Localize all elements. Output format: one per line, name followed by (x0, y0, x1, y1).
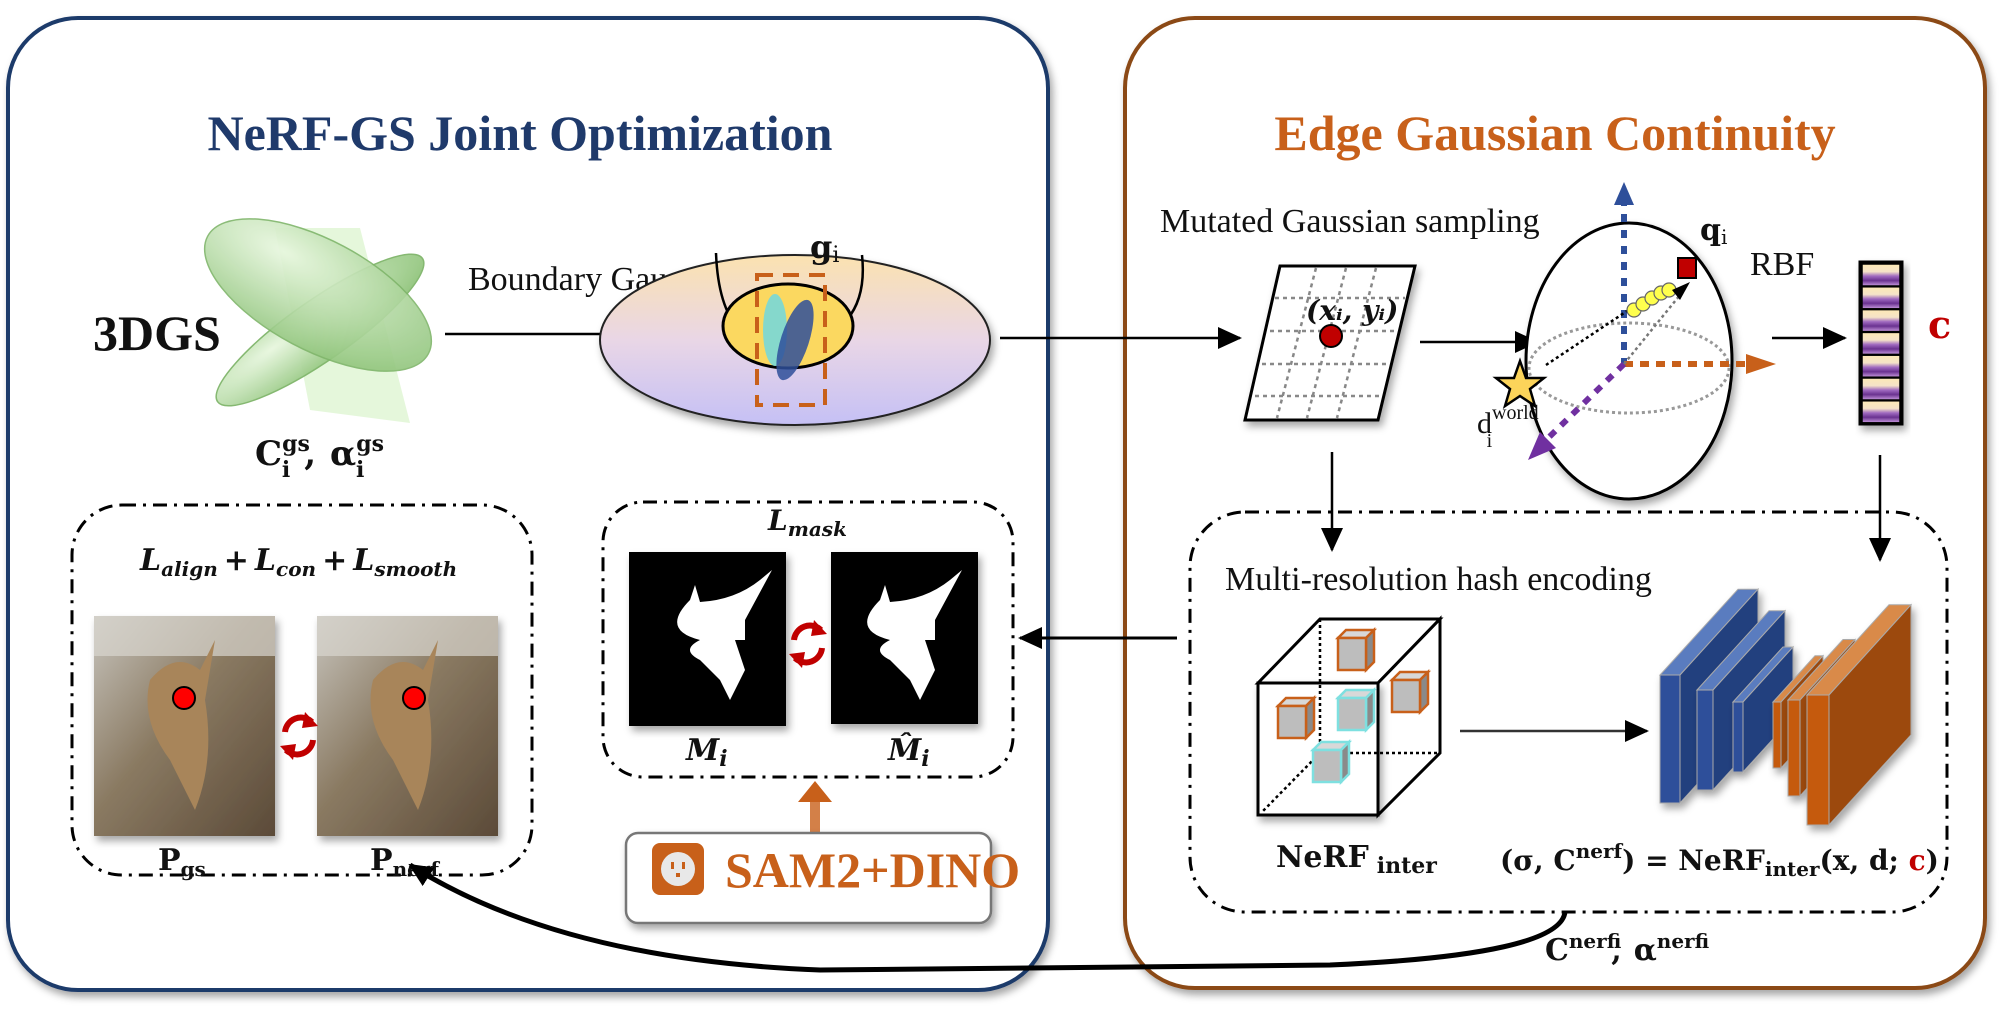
p-gs-label: Pgs (158, 843, 206, 881)
nerf-output-label: Cnerfi,αnerfi (1545, 929, 1710, 968)
voxel-icon (1309, 738, 1353, 786)
rbf-label: RBF (1750, 246, 1814, 283)
hash-encoding-box (1188, 510, 1949, 914)
align-loss-box (70, 503, 534, 877)
sam-dino-label: SAM2+DINO (725, 842, 1020, 898)
nn-layer (1805, 603, 1913, 827)
sam-to-mask-arrow (798, 781, 832, 840)
hash-voxels (1274, 626, 1432, 786)
feature-vector-stripes (1861, 263, 1901, 424)
feature-cell (1861, 377, 1901, 401)
gs-render-image (94, 616, 275, 836)
feature-cell (1861, 286, 1901, 310)
mask-loss-label: Lmask (767, 504, 847, 541)
sample-point-label: (xᵢ, yᵢ) (1306, 294, 1398, 327)
voxel-icon (1334, 626, 1378, 674)
feature-cell (1861, 400, 1901, 424)
align-loss-formula: Lalign+Lcon+Lsmooth (139, 543, 457, 581)
mask-left-image (629, 552, 786, 726)
sample-point (1319, 324, 1343, 348)
c-label: c (1928, 302, 1951, 347)
boundary-gaussian-icon (599, 252, 991, 426)
nerf-equation: (σ, Cnerf) = NeRFinter(x, d; c) (1500, 839, 1939, 881)
3dgs-label: 3DGS (93, 305, 221, 361)
voxel-icon (1388, 668, 1432, 716)
voxel-icon (1274, 694, 1318, 742)
nerf-feedback-arrow (408, 862, 1568, 973)
swap-icon (280, 712, 318, 760)
sam-dino-box (624, 831, 993, 925)
world-direction-star-icon (1492, 357, 1548, 409)
rbf-sphere-icon (1524, 182, 1776, 501)
feature-cell (1861, 308, 1901, 333)
sampling-grid-lines (1255, 267, 1405, 419)
right-panel-title: Edge Gaussian Continuity (1274, 105, 1835, 161)
feature-cell (1861, 354, 1901, 378)
left-panel-title: NeRF-GS Joint Optimization (208, 105, 833, 161)
nn-layer (1731, 645, 1795, 774)
feature-cell (1861, 331, 1901, 356)
voxel-icon (1334, 686, 1378, 734)
nerf-render-image (317, 616, 498, 836)
mask-m-label: Mi (685, 733, 728, 772)
feature-cell (1861, 263, 1901, 287)
right-panel-frame (1123, 16, 1987, 990)
q-label: qi (1700, 213, 1727, 249)
mask-m-hat-label: M̂i (887, 733, 930, 772)
mask-loss-box (601, 500, 1015, 779)
sam-dino-icon (652, 843, 704, 895)
gaussian-ellipsoids-icon (203, 218, 433, 423)
hash-encoding-label: Multi-resolution hash encoding (1225, 561, 1652, 598)
g-label: gi (810, 228, 839, 268)
sampling-label: Mutated Gaussian sampling (1160, 203, 1540, 240)
neural-network-icon (1658, 587, 1913, 827)
mask-swap-icon (789, 620, 827, 668)
mask-right-image (831, 552, 978, 724)
